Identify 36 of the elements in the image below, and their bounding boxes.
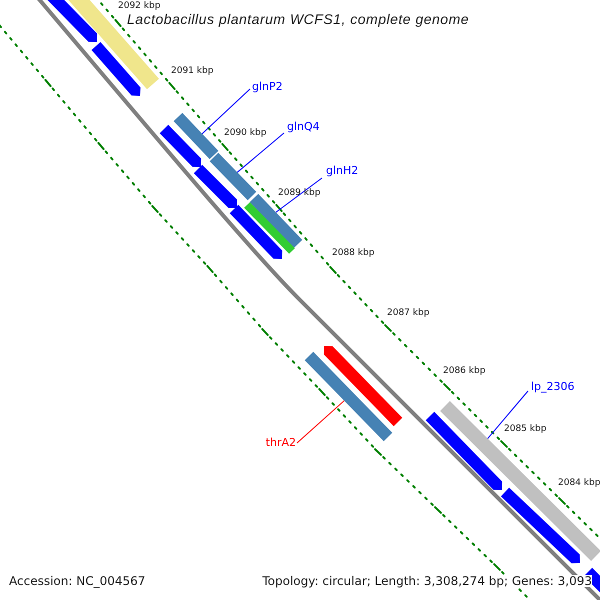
scale-label: 2084 kbp — [558, 479, 600, 488]
footer-info: Topology: circular; Length: 3,308,274 bp; Genes: 3,093 — [262, 575, 592, 587]
leader-line — [296, 400, 345, 444]
gene-bar — [440, 401, 600, 561]
gene-feature — [194, 164, 237, 208]
gene-feature — [92, 42, 140, 96]
gene-feature — [500, 488, 580, 564]
scale-label: 2090 kbp — [224, 129, 266, 138]
scale-label: 2086 kbp — [443, 367, 486, 376]
gene-bar — [210, 152, 256, 200]
gene-bar — [244, 202, 295, 254]
gene-label: glnP2 — [252, 81, 283, 92]
gene-feature — [426, 412, 502, 490]
scale-label: 2092 kbp — [118, 2, 160, 11]
leader-line — [275, 178, 322, 213]
title: Lactobacillus plantarum WCFS1, complete genome — [127, 12, 470, 26]
gene-label: glnH2 — [326, 165, 358, 176]
footer-info: Accession: NC_004567 — [9, 575, 146, 587]
gene-feature — [230, 204, 282, 259]
scale-label: 2089 kbp — [278, 189, 320, 198]
gene-bar — [304, 352, 392, 442]
scale-label: 2088 kbp — [332, 249, 374, 258]
gene-feature — [46, 0, 98, 42]
gene-label: thrA2 — [266, 437, 296, 448]
gene-feature — [160, 124, 202, 167]
leader-line — [487, 390, 528, 440]
scale-label: 2091 kbp — [171, 67, 214, 76]
leader-line — [236, 132, 284, 173]
gene-bar — [174, 112, 218, 160]
scale-label: 2087 kbp — [387, 309, 430, 318]
gene-label: glnQ4 — [287, 121, 320, 132]
gene-feature — [324, 346, 402, 426]
gene-bar — [250, 194, 302, 248]
scale-label: 2085 kbp — [504, 425, 546, 434]
gene-label: lp_2306 — [531, 381, 575, 392]
leader-line — [202, 88, 250, 134]
